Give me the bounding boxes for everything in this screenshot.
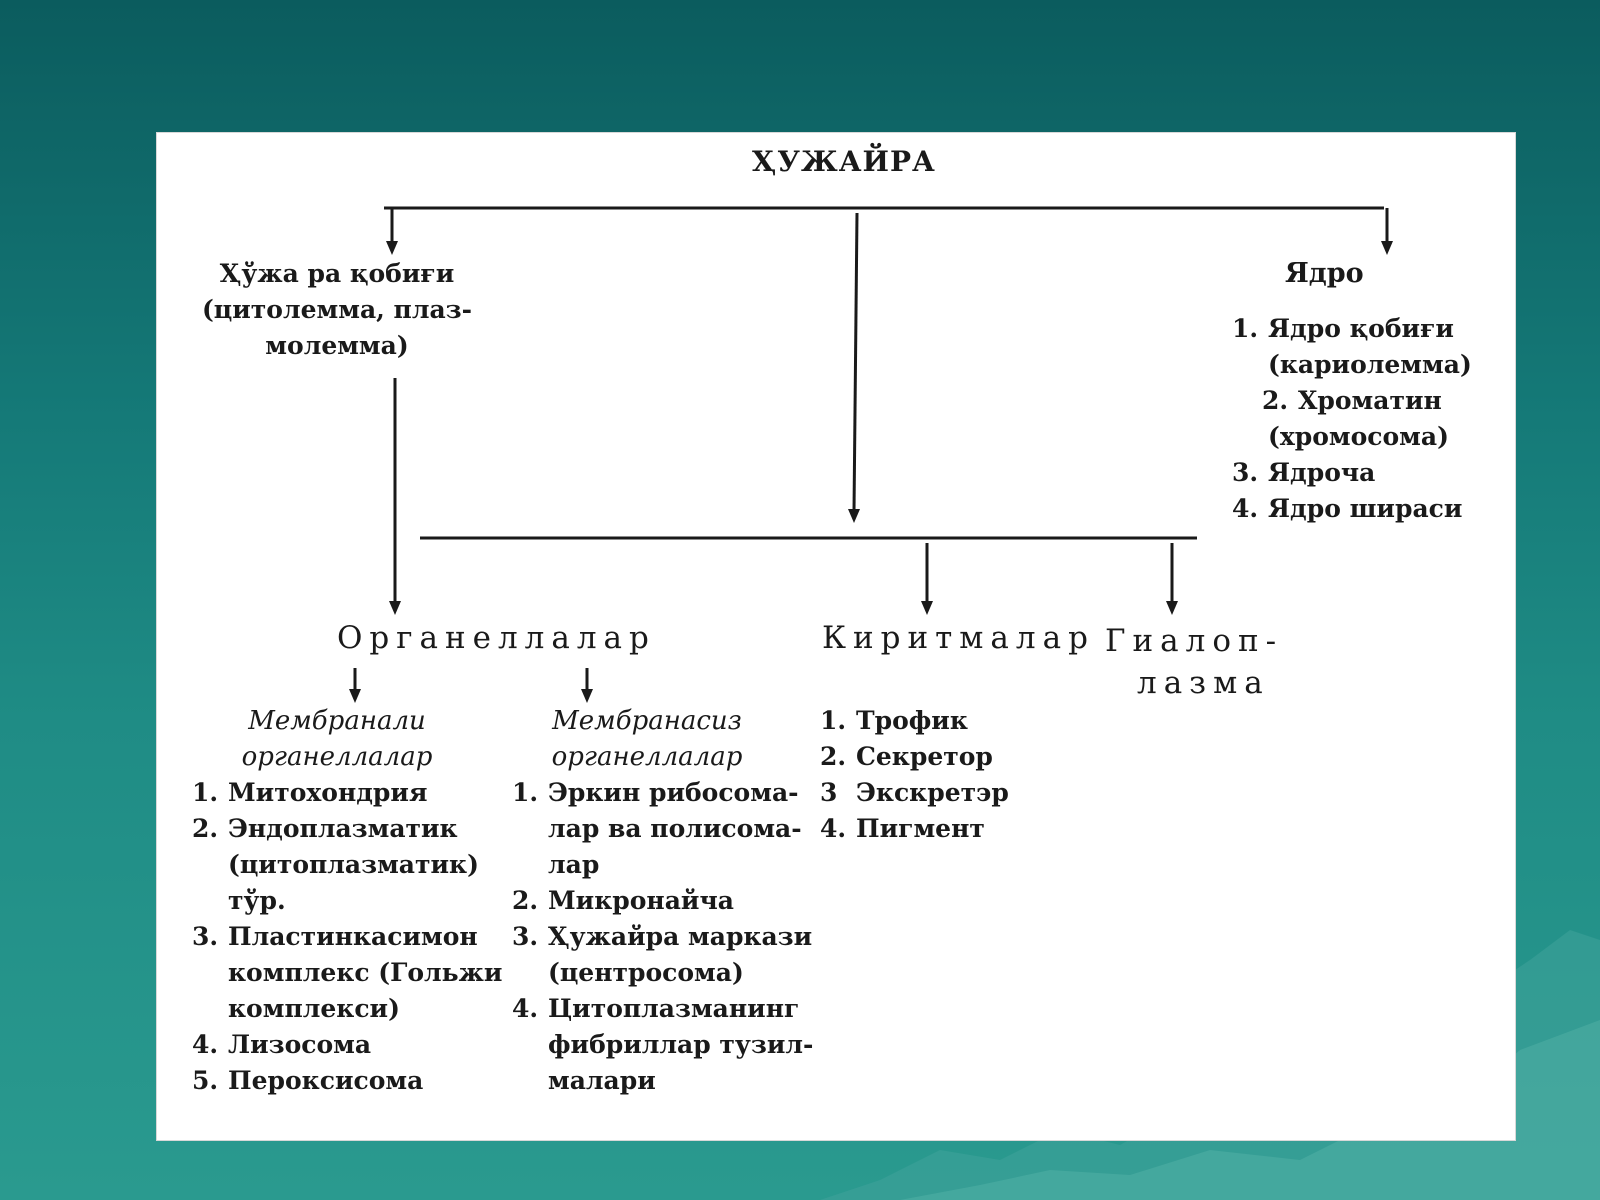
nucleus-item-4: 4.Ядро шираси <box>1232 494 1463 523</box>
arrow-inclusions <box>921 601 933 615</box>
nucleus-item-2-cont: (хромосома) <box>1268 422 1449 451</box>
membrane-line-2: (цитолемма, плаз- <box>201 295 473 324</box>
membranous-list: 1.Митохондрия 2.Эндоплазматик (цитоплазм… <box>192 775 502 1099</box>
nonmembranous-item-2: 2.Микронайча <box>512 886 734 915</box>
arrow-center <box>848 509 860 523</box>
arrow-membranous <box>349 689 361 703</box>
arrow-organelles <box>389 601 401 615</box>
arrow-nucleus <box>1381 241 1393 255</box>
diagram-card: ҲУЖАЙРА Ҳўжа ра қобиғи (цитолемма, плаз-… <box>157 133 1515 1140</box>
diagram-title: ҲУЖАЙРА <box>752 145 936 178</box>
membranous-item-3: 3.Пластинкасимон <box>192 922 478 951</box>
nucleus-title: Ядро <box>1285 258 1364 289</box>
arrow-membrane <box>386 241 398 255</box>
nonmembranous-heading: Мембранасиз органеллалар <box>551 706 743 772</box>
nonmembranous-list: 1.Эркин рибосома- лар ва полисома- лар 2… <box>512 775 813 1099</box>
center-line <box>852 212 859 512</box>
membranous-item-5: 5.Пероксисома <box>192 1066 424 1095</box>
membranous-heading: Мембранали органеллалар <box>241 706 433 772</box>
nucleus-item-3: 3.Ядроча <box>1232 458 1376 487</box>
nucleus-item-2: 2.Хроматин <box>1262 386 1442 415</box>
organelles-title: Органеллалар <box>337 620 656 656</box>
membrane-line-3: молемма) <box>265 331 409 360</box>
arrow-nonmembranous <box>581 689 593 703</box>
nucleus-item-1: 1.Ядро қобиғи <box>1232 314 1454 343</box>
membrane-line-1: Ҳўжа ра қобиғи <box>219 259 455 288</box>
nucleus-item-1-cont: (кариолемма) <box>1268 350 1472 379</box>
connector-lines <box>349 206 1393 703</box>
membranous-item-4: 4.Лизосома <box>192 1030 372 1059</box>
inclusions-item-2: 2.Секретор <box>820 742 993 771</box>
arrow-hyaloplasm <box>1166 601 1178 615</box>
membranous-item-2: 2.Эндоплазматик <box>192 814 458 843</box>
membranous-item-1: 1.Митохондрия <box>192 778 428 807</box>
inclusions-title: Киритмалар <box>822 620 1095 656</box>
membrane-node: Ҳўжа ра қобиғи (цитолемма, плаз- молемма… <box>187 256 487 364</box>
nonmembranous-item-3: 3.Ҳужайра маркази <box>512 922 813 951</box>
inclusions-item-1: 1.Трофик <box>820 706 968 735</box>
nucleus-list: 1.Ядро қобиғи (кариолемма) 2.Хроматин (х… <box>1232 311 1472 527</box>
inclusions-item-4: 4.Пигмент <box>820 814 985 843</box>
hyaloplasm-title: Гиалоп- лазма <box>1105 623 1284 701</box>
nonmembranous-item-4: 4.Цитоплазманинг <box>512 994 800 1023</box>
nonmembranous-item-1: 1.Эркин рибосома- <box>512 778 799 807</box>
